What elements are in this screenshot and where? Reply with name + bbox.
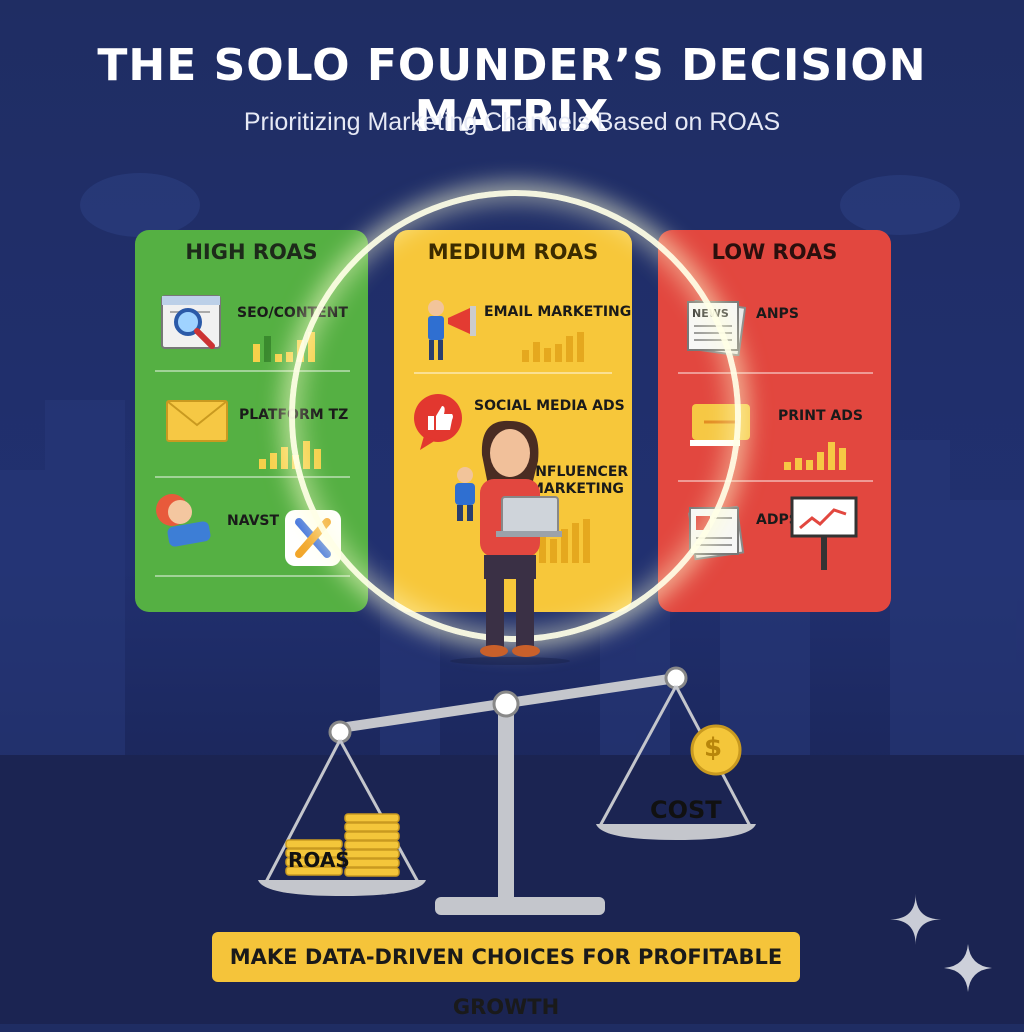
roas-scale-label: ROAS <box>288 848 350 872</box>
page-subtitle: Prioritizing Marketing Channels Based on… <box>243 108 781 136</box>
magnifier-browser-icon <box>161 295 221 349</box>
channel-label: ANPS <box>756 306 799 322</box>
channel-label: NAVST <box>227 513 280 529</box>
founder-figure <box>450 420 570 665</box>
low-roas-title: LOW ROAS <box>711 240 838 264</box>
bar-sparkline <box>784 438 846 470</box>
person-on-laptop-icon <box>455 467 475 521</box>
spotlight-halo <box>289 190 741 642</box>
channel-label: PRINT ADS <box>778 408 863 424</box>
billboard-icon <box>790 496 858 570</box>
dollar-coin-icon: $ <box>704 733 723 763</box>
page-title: THE SOLO FOUNDER’S DECISION MATRIX <box>97 40 927 142</box>
divider <box>155 370 350 372</box>
channel-label: ADPS <box>756 512 799 528</box>
high-roas-title: HIGH ROAS <box>185 240 318 264</box>
bottom-banner: MAKE DATA-DRIVEN CHOICES FOR PROFITABLE … <box>212 932 800 1019</box>
divider <box>678 372 873 374</box>
envelope-icon <box>166 400 228 442</box>
divider <box>155 575 350 577</box>
cost-scale-label: COST <box>650 796 722 824</box>
child-mascot-icon <box>156 494 211 547</box>
divider <box>678 480 873 482</box>
sparkle-icon <box>944 944 992 992</box>
divider <box>155 476 350 478</box>
